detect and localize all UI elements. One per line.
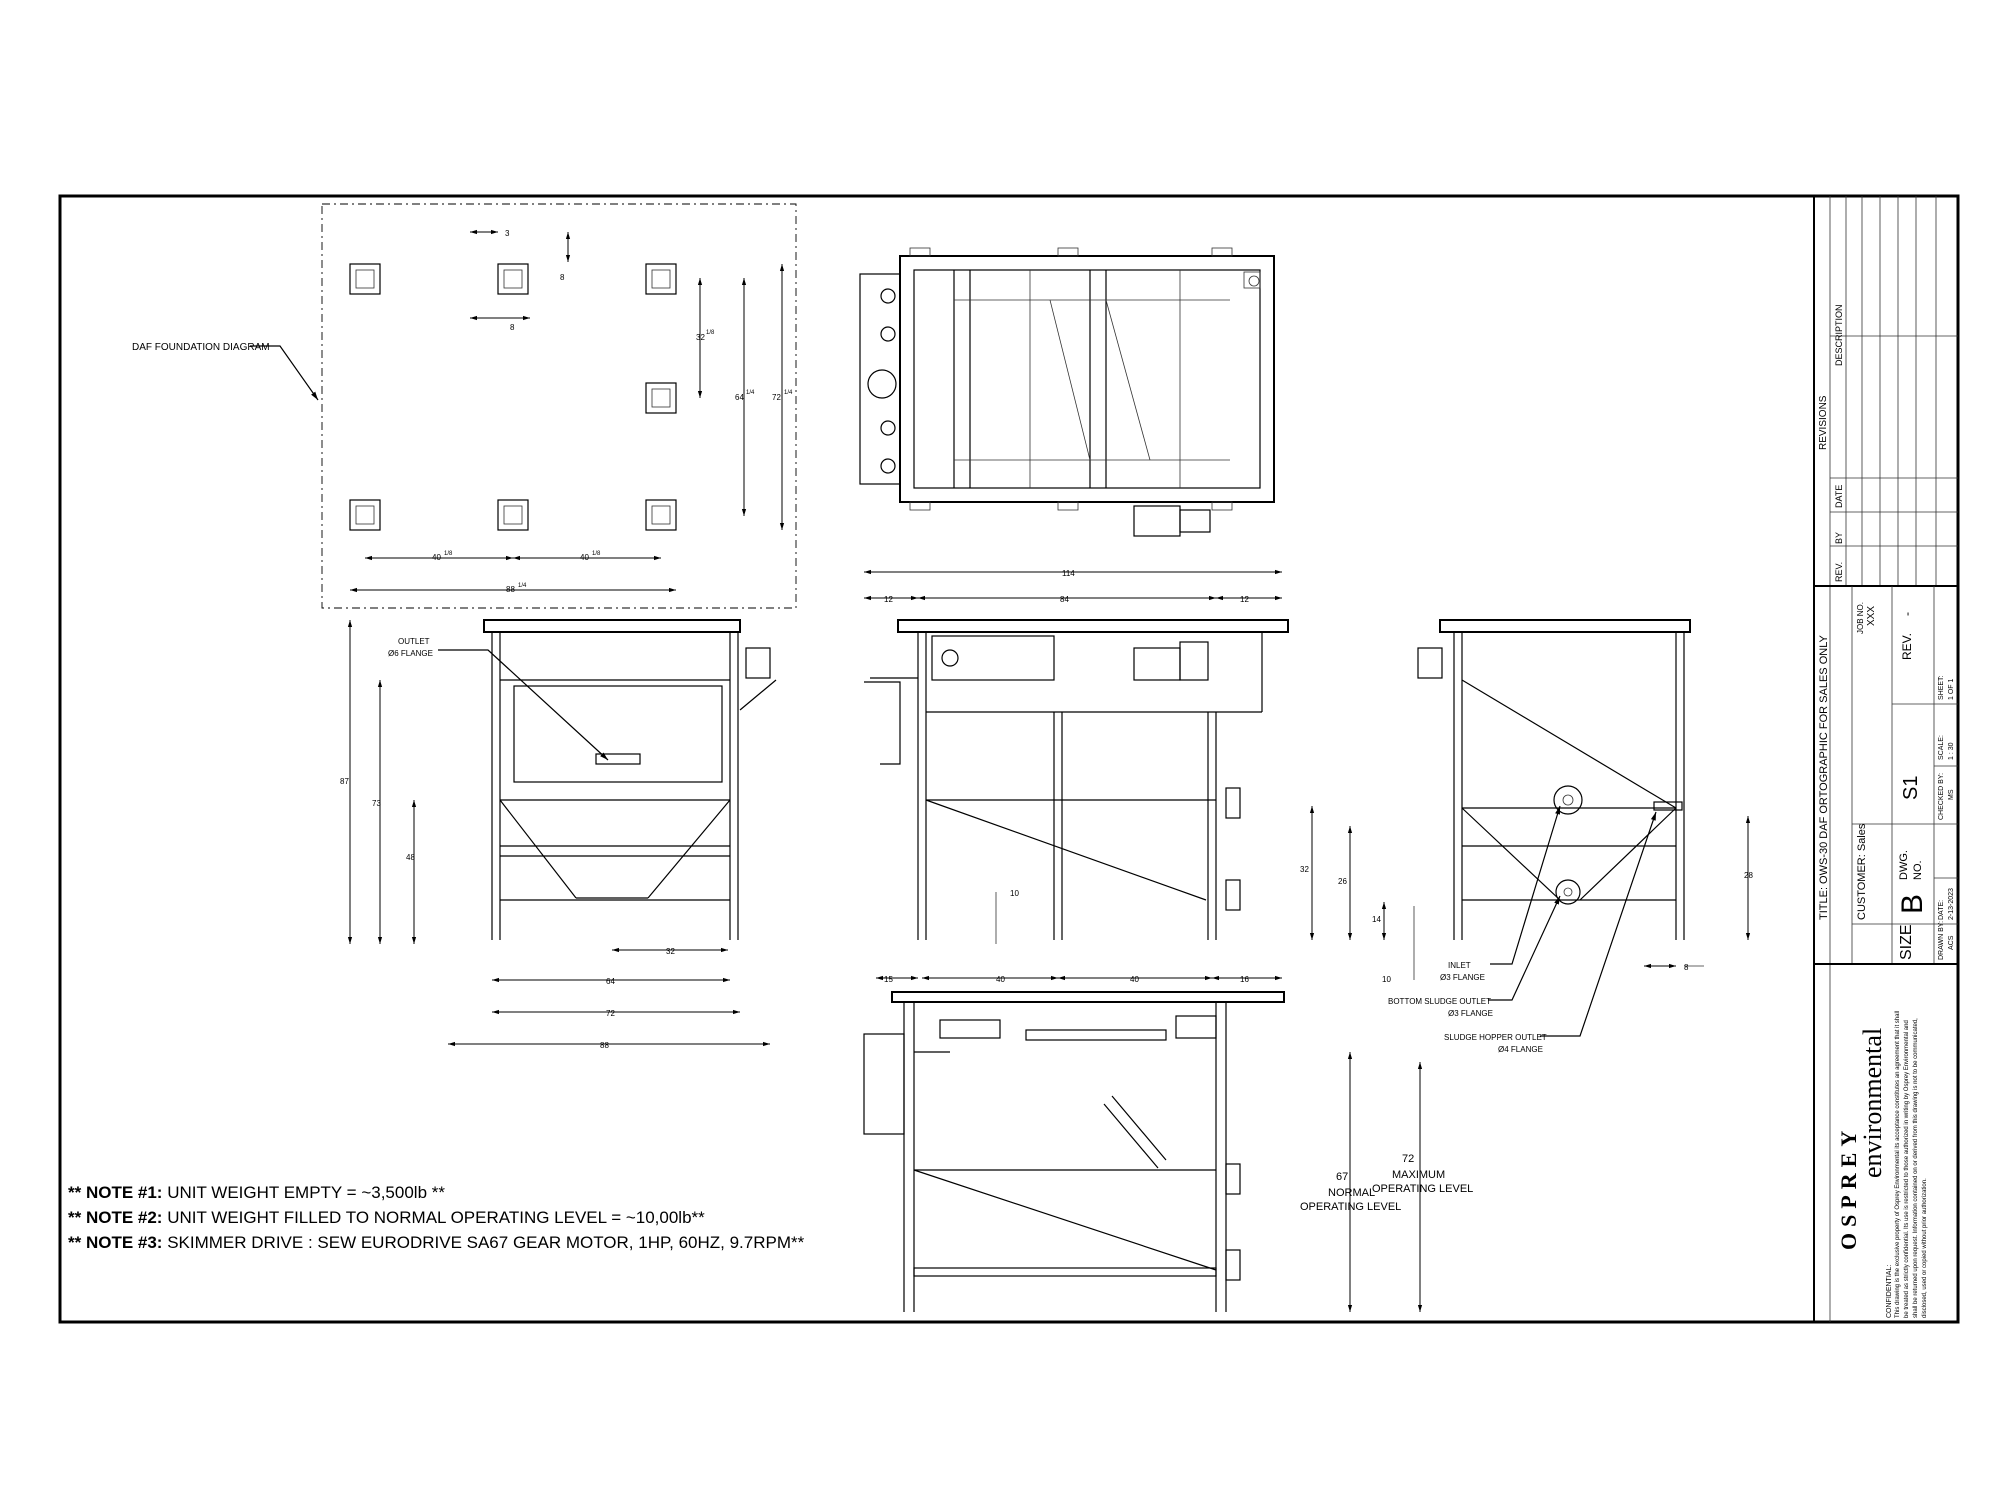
customer: CUSTOMER: Sales (1856, 823, 1868, 920)
svg-text:OUTLET: OUTLET (398, 637, 430, 646)
svg-text:1/4: 1/4 (518, 583, 527, 589)
svg-text:Ø4 FLANGE: Ø4 FLANGE (1498, 1045, 1543, 1054)
rev-label: REV. (1900, 633, 1914, 660)
svg-text:40: 40 (432, 553, 441, 562)
svg-text:87: 87 (340, 777, 349, 786)
svg-text:16: 16 (1240, 975, 1249, 984)
svg-text:3: 3 (505, 229, 510, 238)
job-no-label: JOB NO. (1856, 601, 1865, 634)
svg-text:INLET: INLET (1448, 961, 1471, 970)
svg-text:72: 72 (606, 1009, 615, 1018)
note-1: ** NOTE #1: UNIT WEIGHT EMPTY = ~3,500lb… (68, 1183, 445, 1202)
svg-text:88: 88 (600, 1041, 609, 1050)
svg-text:40: 40 (1130, 975, 1139, 984)
title-block (1813, 196, 1958, 1322)
svg-text:1/8: 1/8 (592, 551, 601, 557)
svg-text:NORMAL: NORMAL (1328, 1187, 1375, 1199)
svg-text:28: 28 (1744, 871, 1753, 880)
svg-text:Ø3 FLANGE: Ø3 FLANGE (1448, 1009, 1493, 1018)
dwg-label-2: NO. (1912, 860, 1924, 880)
svg-text:32: 32 (696, 333, 705, 342)
svg-text:40: 40 (996, 975, 1005, 984)
svg-text:BOTTOM SLUDGE OUTLET: BOTTOM SLUDGE OUTLET (1388, 997, 1491, 1006)
svg-text:8: 8 (510, 323, 515, 332)
svg-text:67: 67 (1336, 1171, 1348, 1183)
size-value: B (1896, 893, 1929, 914)
sheet-border (58, 194, 1960, 1324)
front-view: OUTLET Ø6 FLANGE 87 73 48 32 64 72 88 (340, 619, 777, 1050)
confidential-title: CONFIDENTIAL: (1886, 1264, 1893, 1318)
rev-value: - (1900, 612, 1914, 616)
note-3: ** NOTE #3: SKIMMER DRIVE : SEW EURODRIV… (68, 1233, 805, 1252)
section-view: 67 NORMAL OPERATING LEVEL 72 MAXIMUM OPE… (863, 991, 1473, 1312)
svg-text:1/8: 1/8 (706, 330, 715, 336)
revisions-heading: REVISIONS (1818, 395, 1829, 450)
end-view: 32 26 14 10 28 8 INLET Ø3 FLANGE BOTTOM … (1300, 619, 1753, 1054)
dwg-label: DWG. (1898, 850, 1910, 880)
svg-text:32: 32 (666, 947, 675, 956)
confidential-line-2: be treated as strictly confidential. Its… (1904, 1020, 1910, 1318)
notes-block: ** NOTE #1: UNIT WEIGHT EMPTY = ~3,500lb… (68, 1180, 804, 1255)
checked-value: MS (1948, 789, 1955, 801)
scale-value: 1 : 30 (1948, 742, 1955, 760)
svg-text:32: 32 (1300, 865, 1309, 874)
dwg-no: S1 (1900, 775, 1922, 800)
foundation-diagram: DAF FOUNDATION DIAGRAM 3 8 8 32 1/8 64 1… (132, 203, 797, 609)
drawing-title: TITLE: OWS-30 DAF ORTOGRAPHIC FOR SALES … (1818, 635, 1830, 920)
company-subtitle: environmental (1858, 1027, 1887, 1178)
svg-text:88: 88 (506, 585, 515, 594)
date-value: 2-13-2023 (1948, 888, 1955, 920)
scale-label: SCALE: (1938, 735, 1945, 760)
svg-text:40: 40 (580, 553, 589, 562)
checked-label: CHECKED BY: (1938, 772, 1945, 820)
svg-text:8: 8 (1684, 963, 1689, 972)
svg-text:84: 84 (1060, 595, 1069, 604)
svg-text:1/4: 1/4 (784, 390, 793, 396)
note-2: ** NOTE #2: UNIT WEIGHT FILLED TO NORMAL… (68, 1208, 705, 1227)
by-col: BY (1834, 531, 1844, 544)
drawn-label: DRAWN BY: (1938, 920, 1945, 960)
svg-text:14: 14 (1372, 915, 1381, 924)
svg-text:12: 12 (1240, 595, 1249, 604)
foundation-label: DAF FOUNDATION DIAGRAM (132, 342, 270, 353)
svg-text:114: 114 (1062, 569, 1075, 578)
svg-text:SLUDGE HOPPER OUTLET: SLUDGE HOPPER OUTLET (1444, 1033, 1547, 1042)
foundation-pads (349, 263, 677, 531)
svg-text:Ø3 FLANGE: Ø3 FLANGE (1440, 973, 1485, 982)
svg-text:MAXIMUM: MAXIMUM (1392, 1169, 1445, 1181)
date-col: DATE (1834, 484, 1844, 508)
rev-col: REV. (1834, 561, 1844, 582)
svg-text:8: 8 (560, 273, 565, 282)
svg-text:10: 10 (1382, 975, 1391, 984)
svg-text:12: 12 (884, 595, 893, 604)
svg-text:OPERATING LEVEL: OPERATING LEVEL (1300, 1201, 1401, 1213)
svg-text:OPERATING LEVEL: OPERATING LEVEL (1372, 1183, 1473, 1195)
svg-text:72: 72 (1402, 1153, 1414, 1165)
svg-text:26: 26 (1338, 877, 1347, 886)
svg-text:48: 48 (406, 853, 415, 862)
svg-text:72: 72 (772, 393, 781, 402)
sheet-value: 1 OF 1 (1948, 678, 1955, 700)
top-view (859, 247, 1275, 537)
svg-text:10: 10 (1010, 889, 1019, 898)
confidential-line-1: This drawing is the exclusive property o… (1895, 1010, 1901, 1318)
svg-text:Ø6 FLANGE: Ø6 FLANGE (388, 649, 433, 658)
svg-text:1/8: 1/8 (444, 551, 453, 557)
svg-text:64: 64 (735, 393, 744, 402)
size-label: SIZE (1898, 924, 1915, 960)
confidential-line-3: shall be returned upon request. Informat… (1913, 1018, 1919, 1318)
description-col: DESCRIPTION (1834, 304, 1844, 366)
date-label: DATE: (1938, 899, 1945, 920)
svg-text:1/4: 1/4 (746, 390, 755, 396)
svg-text:73: 73 (372, 799, 381, 808)
confidential-line-4: disclosed, used or copied without prior … (1922, 1178, 1928, 1318)
svg-text:64: 64 (606, 977, 615, 986)
side-view: 114 12 84 12 10 15 40 40 16 (864, 569, 1289, 984)
job-no: XXX (1866, 605, 1877, 626)
svg-text:15: 15 (884, 975, 893, 984)
drawn-value: ACS (1948, 935, 1955, 950)
sheet-label: SHEET: (1938, 675, 1945, 700)
